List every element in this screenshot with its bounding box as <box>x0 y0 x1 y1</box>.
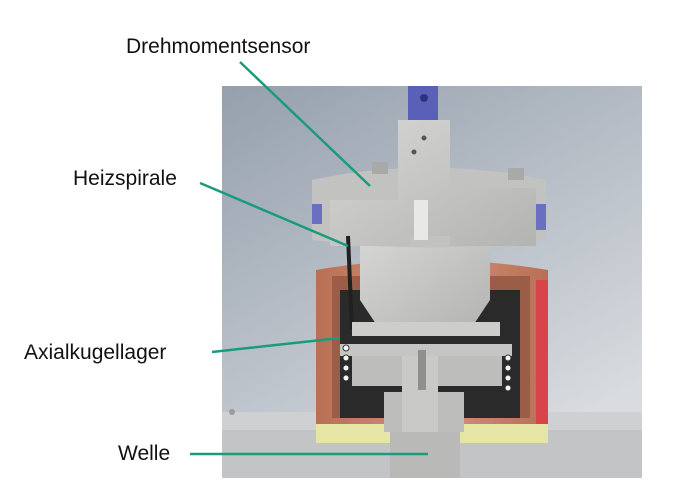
flange-bolt-left <box>372 162 388 174</box>
shaft-pin <box>418 350 426 390</box>
bearing-upper-race <box>352 322 500 336</box>
copper-red-edge <box>536 280 548 424</box>
leader-torque-sensor <box>239 61 371 187</box>
torque-sensor <box>330 120 536 246</box>
base-hole <box>229 409 235 415</box>
label-heating-coil: Heizspirale <box>73 167 177 190</box>
heating-coil <box>346 235 354 331</box>
sensor-hole-2 <box>411 149 417 155</box>
leader-lines <box>190 61 428 456</box>
label-torque-sensor: Drehmomentsensor <box>126 35 311 58</box>
flange-blue-left <box>312 204 322 224</box>
sensor-slot <box>414 200 428 240</box>
leader-heating-coil <box>199 181 349 248</box>
flange-blue-right <box>536 204 546 230</box>
bearing-balls-right <box>504 354 512 392</box>
leader-axial-bearing <box>211 336 341 354</box>
sensor-body <box>360 232 490 330</box>
label-axial-bearing: Axialkugellager <box>24 341 167 364</box>
sensor-hole-1 <box>421 135 427 141</box>
coupling-screw <box>420 94 428 102</box>
blue-coupling <box>408 86 438 120</box>
label-shaft: Welle <box>118 442 171 465</box>
bearing-balls-left <box>342 344 350 382</box>
flange-bolt-right <box>508 168 524 180</box>
